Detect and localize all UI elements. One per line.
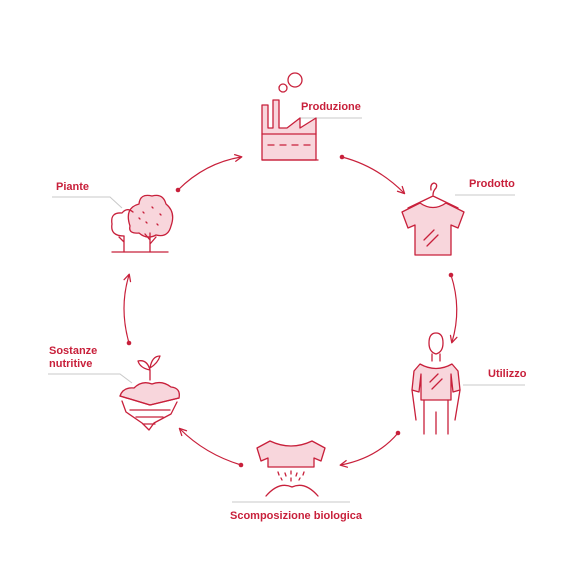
leader-lines (48, 117, 525, 503)
leader-sostanze (48, 373, 133, 384)
arrow-start-dot (238, 462, 244, 468)
arrow-sostanze-to-piante (123, 273, 132, 344)
label-sostanze-nutritive: Sostanze nutritive (49, 345, 98, 370)
label-produzione: Produzione (301, 101, 361, 113)
tshirt-hanger-icon (401, 182, 465, 256)
trees-icon (111, 194, 174, 253)
label-piante: Piante (56, 181, 90, 193)
label-utilizzo: Utilizzo (488, 368, 527, 380)
arrow-prodotto-to-utilizzo (449, 274, 458, 344)
label-prodotto: Prodotto (469, 178, 515, 190)
arrow-utilizzo-to-scomposizione (339, 432, 399, 468)
arrow-scomposizione-to-sostanze (178, 427, 242, 466)
leader-piante (52, 196, 123, 209)
cycle-arrows (123, 154, 458, 468)
arrow-start-dot (339, 154, 345, 160)
arrow-start-dot (448, 272, 454, 278)
arrow-start-dot (175, 187, 181, 193)
person-wearing-shirt-icon (411, 332, 461, 435)
arrow-produzione-to-prodotto (341, 156, 406, 195)
arrow-start-dot (395, 430, 401, 436)
arrow-start-dot (126, 340, 132, 346)
arrow-piante-to-produzione (177, 154, 243, 191)
soil-sprout-icon (119, 355, 180, 431)
decomposing-shirt-icon (256, 440, 326, 497)
factory-icon (261, 72, 319, 161)
label-scomposizione-biologica: Scomposizione biologica (230, 510, 363, 522)
